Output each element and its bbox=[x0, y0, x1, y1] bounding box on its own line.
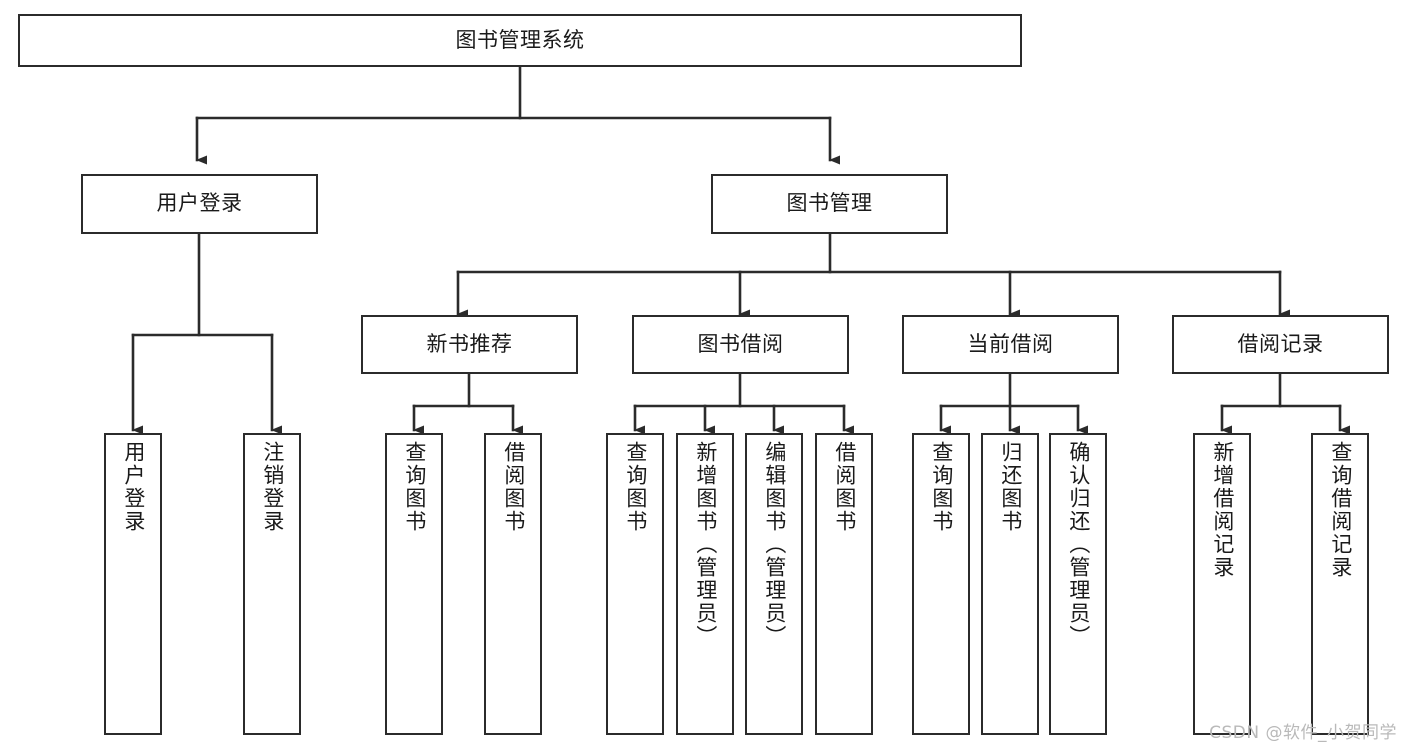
leaf-newbooks-borrow-book[interactable]: 借阅图书 bbox=[484, 433, 542, 735]
node-label: 用户登录 bbox=[156, 191, 243, 216]
leaf-current-return-book[interactable]: 归还图书 bbox=[981, 433, 1039, 735]
node-label: 查询图书 bbox=[402, 441, 427, 533]
leaf-current-query-book[interactable]: 查询图书 bbox=[912, 433, 970, 735]
node-label: 图书管理系统 bbox=[455, 27, 585, 52]
node-book-borrow[interactable]: 图书借阅 bbox=[632, 315, 849, 374]
node-label: 图书借阅 bbox=[697, 331, 784, 356]
node-label: 新书推荐 bbox=[426, 331, 513, 356]
leaf-borrow-query-book[interactable]: 查询图书 bbox=[606, 433, 664, 735]
node-borrow-records[interactable]: 借阅记录 bbox=[1172, 315, 1389, 374]
leaf-records-query-record[interactable]: 查询借阅记录 bbox=[1311, 433, 1369, 735]
leaf-borrow-add-book-admin[interactable]: 新增图书（管理员） bbox=[676, 433, 734, 735]
node-label: 查询借阅记录 bbox=[1328, 441, 1353, 579]
node-current-borrow[interactable]: 当前借阅 bbox=[902, 315, 1119, 374]
node-root-system[interactable]: 图书管理系统 bbox=[18, 14, 1022, 67]
leaf-user-login[interactable]: 用户登录 bbox=[104, 433, 162, 735]
leaf-current-confirm-return-admin[interactable]: 确认归还（管理员） bbox=[1049, 433, 1107, 735]
node-new-book-recommend[interactable]: 新书推荐 bbox=[361, 315, 578, 374]
node-label: 借阅图书 bbox=[832, 441, 857, 533]
node-label: 注销登录 bbox=[260, 441, 285, 533]
node-label: 新增借阅记录 bbox=[1210, 441, 1235, 579]
node-label: 查询图书 bbox=[929, 441, 954, 533]
node-label: 编辑图书（管理员） bbox=[762, 441, 787, 648]
node-label: 借阅图书 bbox=[501, 441, 526, 533]
node-label: 当前借阅 bbox=[967, 331, 1054, 356]
csdn-watermark: CSDN @软件_小贺同学 bbox=[1209, 723, 1397, 743]
node-label: 确认归还（管理员） bbox=[1066, 441, 1091, 648]
node-book-management[interactable]: 图书管理 bbox=[711, 174, 948, 234]
leaf-borrow-borrow-book[interactable]: 借阅图书 bbox=[815, 433, 873, 735]
node-label: 借阅记录 bbox=[1237, 331, 1324, 356]
node-label: 用户登录 bbox=[121, 441, 146, 533]
leaf-newbooks-query-book[interactable]: 查询图书 bbox=[385, 433, 443, 735]
node-label: 新增图书（管理员） bbox=[693, 441, 718, 648]
leaf-logout[interactable]: 注销登录 bbox=[243, 433, 301, 735]
node-label: 查询图书 bbox=[623, 441, 648, 533]
node-user-login[interactable]: 用户登录 bbox=[81, 174, 318, 234]
leaf-borrow-edit-book-admin[interactable]: 编辑图书（管理员） bbox=[745, 433, 803, 735]
node-label: 图书管理 bbox=[786, 191, 873, 216]
leaf-records-add-record[interactable]: 新增借阅记录 bbox=[1193, 433, 1251, 735]
node-label: 归还图书 bbox=[998, 441, 1023, 533]
